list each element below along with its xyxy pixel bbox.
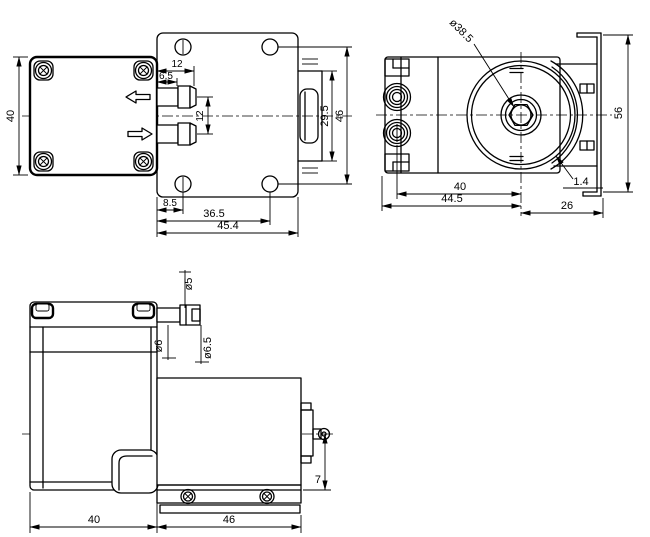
head-clip [30,302,55,320]
bracket-screw [180,488,196,505]
inlet-barb [156,122,197,146]
bottom-view: ø5 ø6 ø6.5 7 40 46 [22,270,334,533]
dim-label: 56 [613,107,625,119]
dim-body-width: 44.5 [381,176,522,211]
screw [133,151,154,172]
dim-motor-length: 46 [156,514,302,530]
pump-head [28,55,159,177]
dim-barb-length: 12 [156,59,195,86]
dim-barb-od: ø6.5 [195,325,214,364]
motor-shaft [312,428,322,440]
clamp-bolt [579,83,595,94]
outlet-barb [156,85,197,109]
bracket-screw [259,488,275,505]
front-view: 40 12 6.5 12 29.5 [5,32,352,237]
clamp-band [550,60,598,170]
flange-hole [261,175,279,193]
corner-screws [33,60,154,172]
dim-head-height: 40 [5,56,28,176]
dim-label: 12 [195,110,206,122]
dim-flange-width: 45.4 [156,220,299,236]
bracket-base [159,504,301,514]
flange-hole [261,38,279,56]
pump-body-side [384,56,561,174]
dim-label: 40 [5,110,17,122]
dim-label: 40 [88,514,100,526]
dim-hole-span: 36.5 [156,208,271,224]
dim-label: 8.5 [163,198,177,209]
dim-label: 12 [171,59,183,70]
dim-label: 45.4 [217,220,238,232]
dim-label: 1.4 [573,176,588,188]
motor-terminal [299,88,319,144]
dim-label: ø5 [183,278,195,291]
dim-motor-height: 29.5 [319,70,337,162]
port-end-bottom [382,118,412,148]
dim-label: 26 [561,200,573,212]
shaft-hex [508,103,534,127]
dim-label: ø38.5 [447,17,475,45]
dim-label: 29.5 [319,105,331,126]
dim-label: 6.5 [159,71,173,82]
head-slot-top [509,67,524,74]
pump-head-circle [466,60,576,170]
head-foot [111,449,159,494]
dim-label: 40 [454,181,466,193]
dim-clamp-thickness: 1.4 [555,155,603,189]
dim-label: 44.5 [441,193,462,205]
dim-label: 36.5 [203,208,224,220]
hose-barb-side [156,304,201,326]
screw [133,60,154,81]
body-tab-top [384,58,410,77]
dim-label: ø6 [153,340,165,353]
flow-arrow-left-icon [125,90,151,104]
dim-label: ø6.5 [202,337,214,359]
dim-head-diameter: ø38.5 [447,17,515,108]
dim-center-offset: 40 [396,145,522,199]
flow-arrow-right-icon [127,127,153,141]
mounting-bracket-side [576,32,602,197]
head-clip [131,302,156,320]
clamp-bolt [579,140,595,151]
dim-shaft-offset: 7 [303,433,331,491]
flange-hole [174,38,192,56]
mounting-flange [156,32,299,198]
screw [33,60,54,81]
dim-barb-step: 6.5 [156,71,178,86]
dim-label: 46 [223,514,235,526]
port-end-top [382,82,412,112]
dim-overall-height: 56 [603,34,633,193]
dim-port-spacing: 12 [195,96,213,135]
screw [33,151,54,172]
motor-bracket [156,484,302,514]
dim-barb-bore: ø5 [179,270,195,308]
motor-body [156,377,302,486]
motor-edge [297,58,323,174]
dim-flange-height: 46 [334,46,350,185]
head-slot-bottom [509,155,524,162]
dim-label: 7 [315,474,321,486]
dim-label: 46 [334,110,346,122]
dim-bracket-width: 26 [520,198,604,218]
dim-barb-neck: ø6 [153,325,176,360]
side-view: ø38.5 1.4 56 40 44.5 26 [376,17,633,218]
